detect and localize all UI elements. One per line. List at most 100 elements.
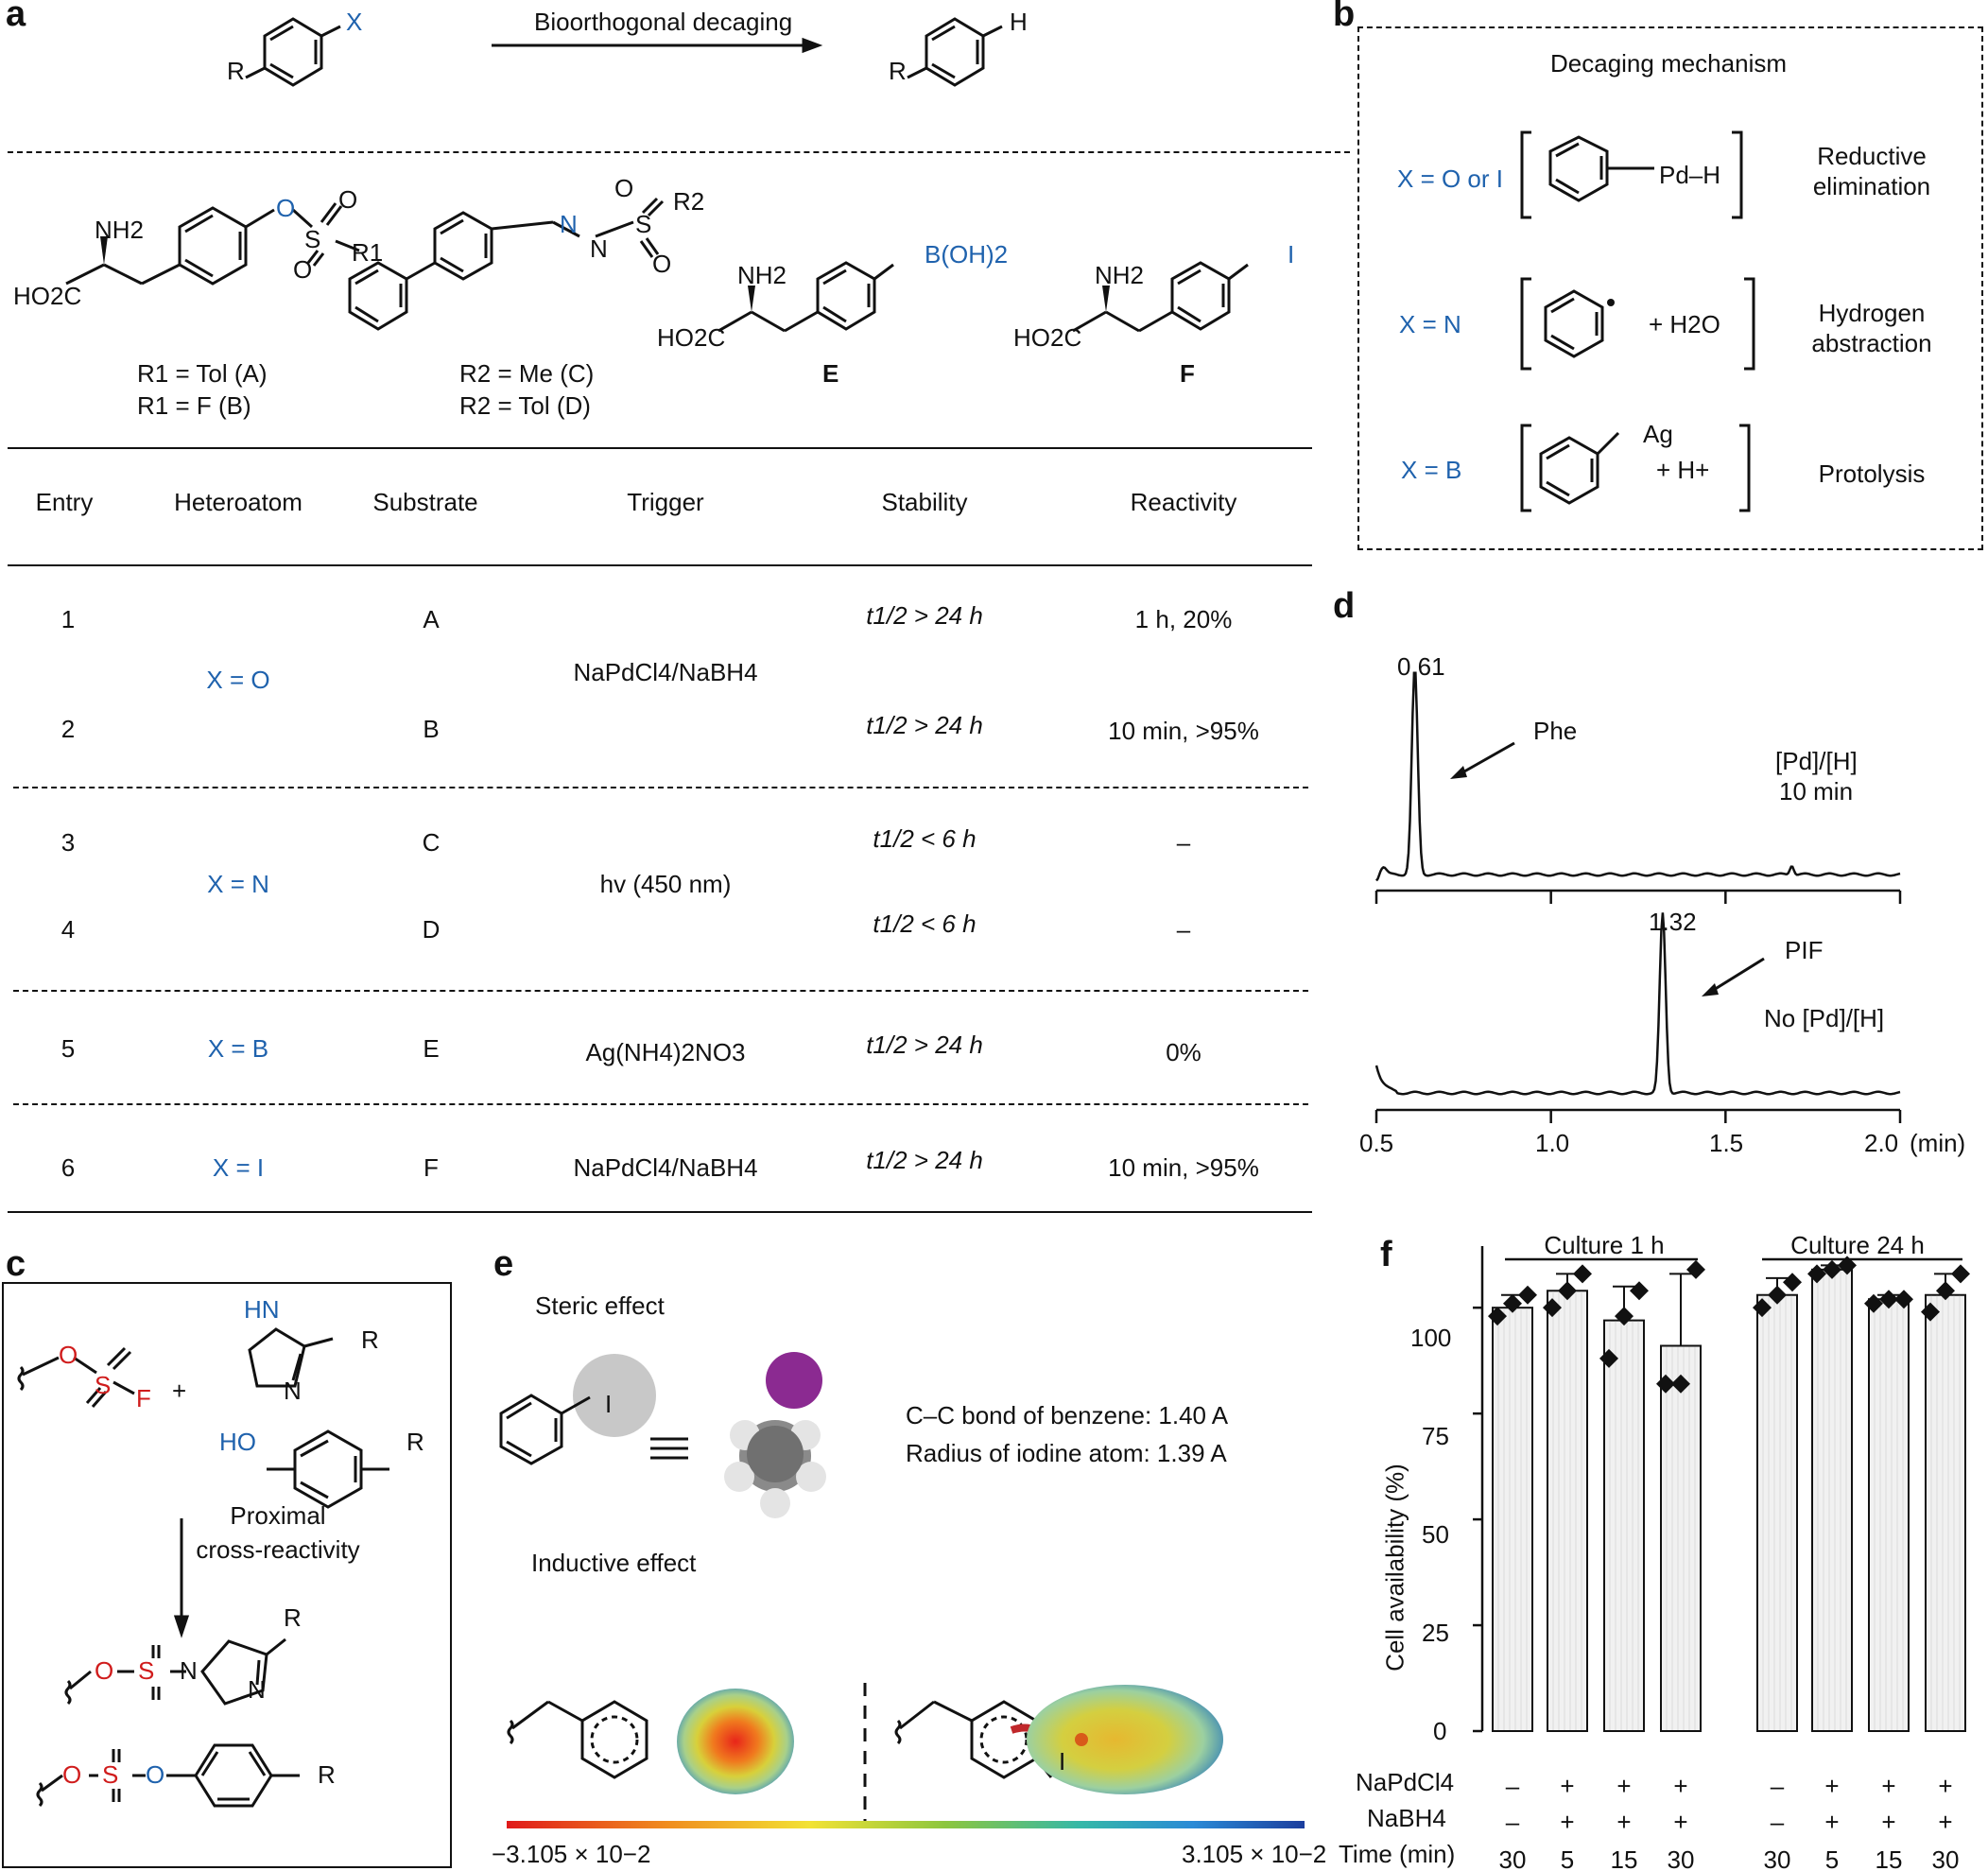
mech3-line1: Protolysis: [1818, 459, 1926, 488]
mech3-species-top: Ag: [1643, 420, 1673, 448]
row-3-cell-3: 15: [1611, 1845, 1638, 1871]
bar-2-point-2: [1558, 1281, 1577, 1301]
row3-substrate: C: [422, 828, 441, 857]
row-3-cell-8: 30: [1932, 1845, 1960, 1871]
panel-b-title: Decaging mechanism: [1549, 49, 1788, 78]
structure-c-d: [348, 197, 665, 331]
cell-availability-chart: ––30++5++15++30––30++5++15++30: [1473, 1246, 1970, 1871]
row-label-pdcl4: NaPdCl4: [1356, 1768, 1455, 1796]
x-tick-10: 1.0: [1535, 1129, 1570, 1157]
row-3-cell-2: 5: [1561, 1845, 1574, 1871]
bar-5: [1756, 1293, 1798, 1732]
panel-b-box: [1357, 26, 1983, 550]
row4-substrate: D: [422, 915, 441, 944]
trace2-arrowhead: [1702, 983, 1719, 996]
trace2-annotation: PIF: [1785, 936, 1824, 964]
x-tick-20: 2.0: [1864, 1129, 1899, 1157]
scheme-r1: R: [227, 57, 245, 85]
row4-stability: t1/2 < 6 h: [873, 910, 977, 938]
bar-2-point-1: [1543, 1298, 1562, 1318]
c-prod1-o: O: [95, 1656, 114, 1685]
steric-title: Steric effect: [535, 1291, 665, 1320]
bar-8-point-1: [1921, 1302, 1940, 1322]
group3-trigger: Ag(NH4)2NO3: [585, 1038, 746, 1066]
c-imid-n: N: [284, 1377, 302, 1405]
c-prod2-o2: O: [146, 1760, 165, 1789]
bar-5-point-3: [1783, 1273, 1802, 1292]
row3-stability: t1/2 < 6 h: [873, 824, 977, 853]
row5-reactivity: 0%: [1166, 1038, 1201, 1066]
struct-cd-o1: O: [614, 174, 634, 202]
table-divider-3: [13, 1103, 1308, 1105]
trace2-peak-label: 1.32: [1649, 908, 1697, 936]
mech2-condition: X = N: [1399, 310, 1461, 338]
bar-5-point-1: [1753, 1298, 1772, 1318]
x-tick-15: 1.5: [1709, 1129, 1744, 1157]
struct-f-nh2: NH2: [1095, 261, 1145, 289]
bar-7-point-2: [1879, 1290, 1898, 1309]
c-reagent-s: S: [95, 1371, 112, 1399]
struct-e-ho2c: HO2C: [657, 323, 726, 352]
mech2-line1: Hydrogen: [1818, 299, 1926, 327]
trace2-condition1: No [Pd]/[H]: [1764, 1004, 1885, 1032]
structure-a-b: [65, 202, 360, 286]
bar-6-point-2: [1823, 1259, 1841, 1279]
bar-3-point-1: [1599, 1348, 1618, 1368]
struct-e-nh2: NH2: [737, 261, 787, 289]
scheme-x: X: [346, 8, 363, 36]
esp-color-scale: [507, 1821, 1305, 1828]
chromatogram-trace-1: [1375, 671, 1901, 882]
y-tick-25: 25: [1422, 1619, 1449, 1647]
panel-a-dashed-divider: [8, 151, 1350, 153]
row6-substrate: F: [424, 1153, 439, 1182]
c-imid-r: R: [361, 1325, 379, 1354]
y-tick-100: 100: [1410, 1324, 1452, 1352]
struct-ab-nh2: NH2: [95, 216, 145, 244]
inductive-iodo: I: [1059, 1747, 1066, 1776]
row5-entry: 5: [61, 1034, 76, 1063]
esp-scale-max: 3.105 × 10−2: [1182, 1840, 1327, 1868]
panel-c-box: [2, 1282, 452, 1868]
row-2-cell-7: +: [1881, 1808, 1895, 1836]
scheme-arrow-label: Bioorthogonal decaging: [534, 8, 793, 36]
row-1-cell-3: +: [1616, 1772, 1631, 1800]
row-1-cell-6: +: [1824, 1772, 1839, 1800]
bar-7-point-3: [1894, 1290, 1913, 1309]
mech2-species: + H2O: [1649, 310, 1720, 338]
bar-2: [1547, 1290, 1588, 1733]
row-label-nabh4: NaBH4: [1367, 1804, 1446, 1832]
row1-substrate: A: [423, 605, 440, 633]
decaging-scheme: [245, 17, 1003, 87]
th-reactivity: Reactivity: [1130, 488, 1237, 516]
struct-cd-s: S: [635, 210, 652, 238]
c-plus: +: [172, 1377, 187, 1405]
bar-1-point-2: [1503, 1293, 1522, 1313]
trace1-peak-label: 0.61: [1397, 652, 1445, 681]
struct-cd-caption1: R2 = Me (C): [459, 359, 595, 388]
row-1-cell-7: +: [1881, 1772, 1895, 1800]
scheme-r2: R: [889, 57, 907, 85]
mechanism-structures: [1520, 130, 1755, 512]
esp-scale-min: −3.105 × 10−2: [492, 1840, 651, 1868]
chromatogram-trace-2: [1374, 912, 1901, 1096]
th-stability: Stability: [881, 488, 968, 516]
th-entry: Entry: [35, 488, 94, 516]
mech1-species: Pd–H: [1659, 161, 1721, 189]
panel-d-label: d: [1333, 586, 1356, 626]
row2-stability: t1/2 > 24 h: [866, 711, 983, 739]
row1-reactivity: 1 h, 20%: [1134, 605, 1233, 633]
row6-reactivity: 10 min, >95%: [1108, 1153, 1259, 1182]
y-axis-label: Cell availability (%): [1380, 1464, 1409, 1672]
row-1-cell-2: +: [1560, 1772, 1574, 1800]
trace1-annotation: Phe: [1533, 717, 1578, 745]
c-hn: HN: [244, 1295, 280, 1324]
scheme-h: H: [1010, 8, 1028, 36]
bar-6-point-3: [1838, 1256, 1857, 1275]
bar-5-point-2: [1768, 1285, 1787, 1305]
c-reagent-f: F: [136, 1384, 151, 1412]
table-top-rule: [8, 447, 1312, 449]
trace1-condition1: [Pd]/[H]: [1775, 747, 1858, 775]
struct-ab-caption2: R1 = F (B): [137, 391, 251, 420]
row2-entry: 2: [61, 715, 76, 743]
bar-4-point-2: [1671, 1374, 1690, 1394]
